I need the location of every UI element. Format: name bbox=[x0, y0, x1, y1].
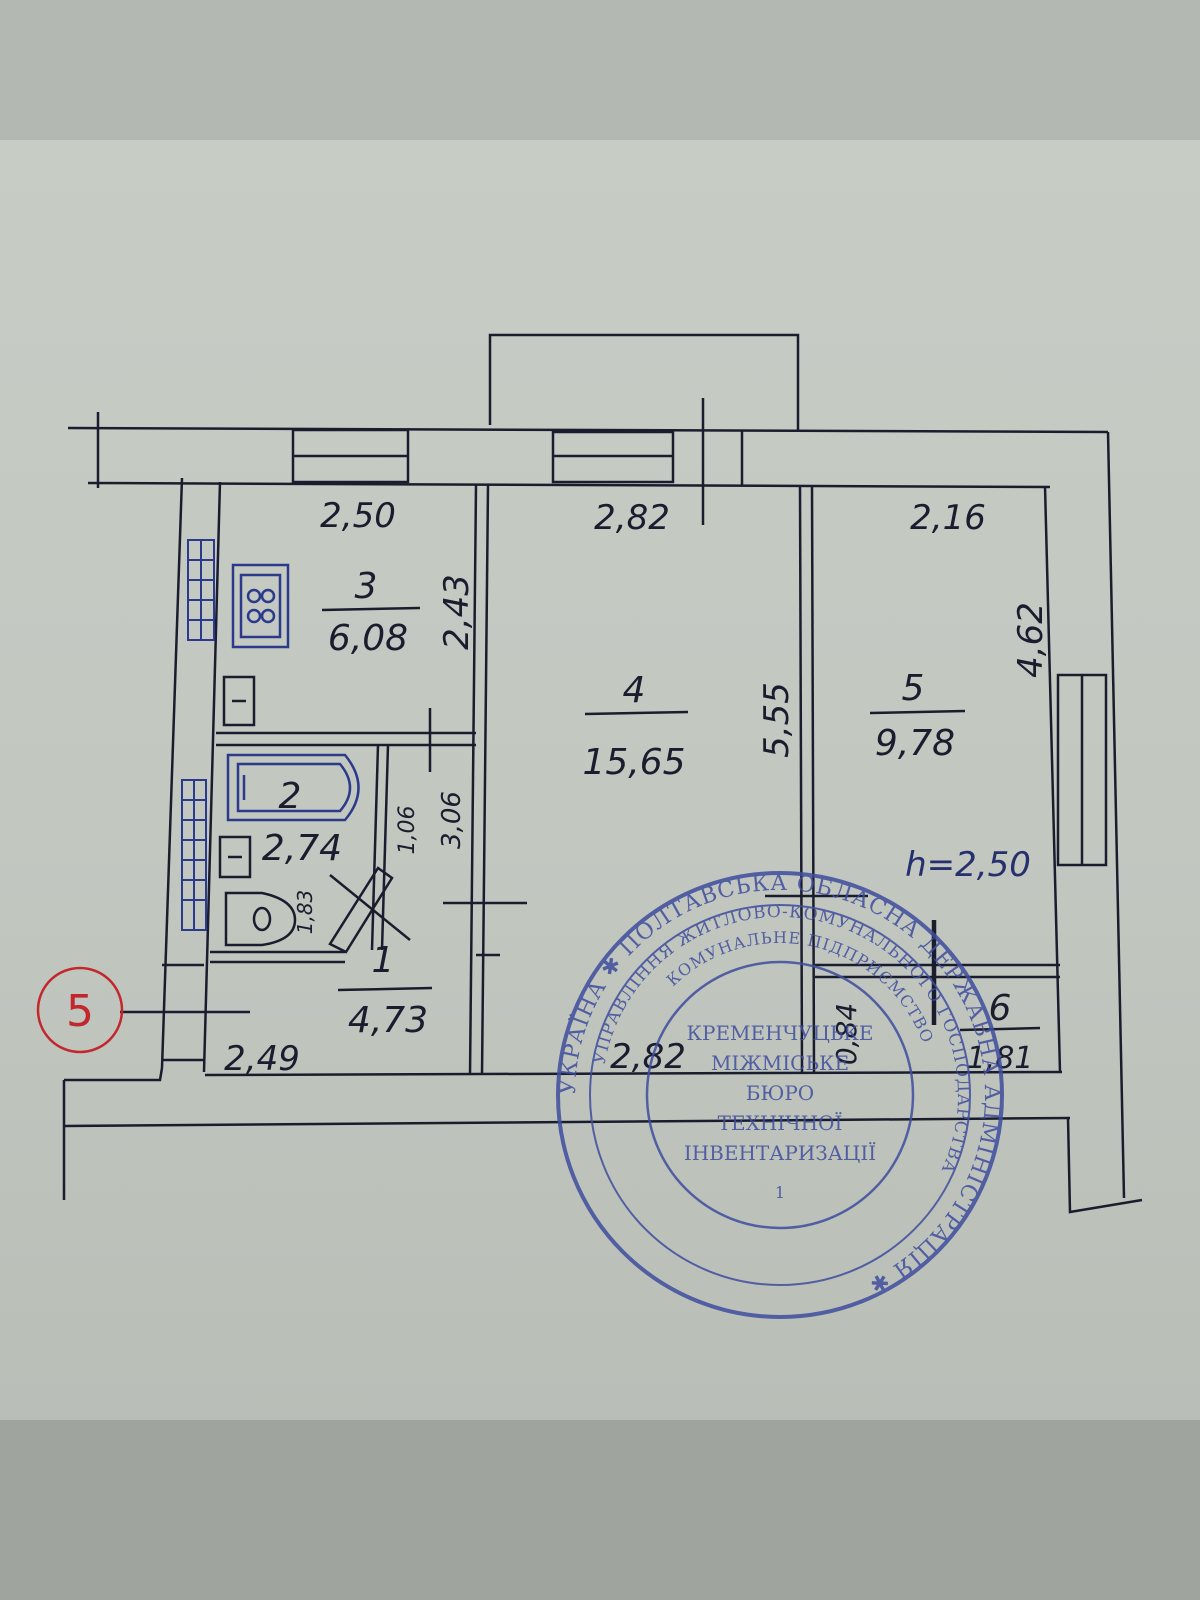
ceiling-height-label: h=2,50 bbox=[905, 845, 1031, 885]
dim-room3-width: 2,50 bbox=[320, 496, 396, 536]
right-wall-outer bbox=[1106, 431, 1126, 1199]
partition-4-5-b bbox=[810, 486, 816, 1074]
svg-text:КРЕМЕНЧУЦЬКЕ: КРЕМЕНЧУЦЬКЕ bbox=[687, 1021, 874, 1045]
svg-text:1: 1 bbox=[775, 1183, 785, 1202]
room-3-label: 3 6,08 bbox=[321, 566, 421, 659]
room-1-label: 1 4,73 bbox=[337, 940, 433, 1041]
svg-text:БЮРО: БЮРО bbox=[746, 1081, 814, 1105]
svg-text:15,65: 15,65 bbox=[582, 742, 685, 783]
kitchen-sink-icon bbox=[222, 675, 256, 727]
dim-toilet-length: 1,83 bbox=[293, 890, 317, 935]
svg-text:6: 6 bbox=[989, 988, 1012, 1029]
svg-text:2,74: 2,74 bbox=[262, 828, 342, 869]
dim-closet-width: 0,84 bbox=[830, 1003, 863, 1065]
left-wall-outer bbox=[160, 477, 184, 1069]
dimension-labels: 2,50 2,82 2,16 2,82 2,49 2,43 5,55 4,62 … bbox=[224, 496, 1051, 1079]
radiator-icon bbox=[181, 779, 207, 931]
dim-room4-length: 5,55 bbox=[757, 682, 797, 758]
background-surface bbox=[0, 1420, 1200, 1600]
toilet-icon bbox=[224, 891, 297, 947]
wc-door-swing bbox=[328, 866, 411, 954]
svg-text:3: 3 bbox=[355, 566, 378, 607]
partition-3-4-b bbox=[480, 484, 490, 1076]
stove-icon bbox=[231, 563, 290, 649]
svg-text:4,73: 4,73 bbox=[348, 1000, 428, 1041]
top-wall-inner bbox=[87, 481, 1051, 489]
washbasin-icon bbox=[218, 835, 252, 879]
svg-text:9,78: 9,78 bbox=[875, 723, 955, 764]
room-4-label: 4 15,65 bbox=[582, 670, 689, 783]
dim-wc-width: 1,06 bbox=[395, 806, 420, 855]
balcony-outline bbox=[488, 333, 800, 430]
svg-text:2: 2 bbox=[279, 776, 302, 817]
svg-text:4: 4 bbox=[623, 670, 646, 711]
bathtub-icon bbox=[226, 753, 360, 822]
dim-room4-top: 2,82 bbox=[594, 498, 670, 538]
dim-room5-width: 2,16 bbox=[910, 498, 986, 538]
official-stamp: УКРАЇНА ✱ ПОЛТАВСЬКА ОБЛАСНА ДЕРЖАВНА АД… bbox=[556, 871, 1004, 1319]
bottom-wall-outer bbox=[63, 1116, 1071, 1128]
top-wall-outer bbox=[67, 426, 1109, 434]
svg-text:ІНВЕНТАРИЗАЦІЇ: ІНВЕНТАРИЗАЦІЇ bbox=[684, 1141, 876, 1165]
svg-text:ТЕХНІЧНОЇ: ТЕХНІЧНОЇ bbox=[718, 1111, 843, 1135]
partition-4-5-a bbox=[798, 486, 804, 1074]
right-wall-inner bbox=[1043, 485, 1062, 1073]
dim-bath-length: 3,06 bbox=[437, 791, 467, 849]
room-2-label: 2 2,74 bbox=[262, 776, 342, 869]
bottom-wall-inner bbox=[204, 1070, 1063, 1077]
dim-room4-bottom: 2,82 bbox=[610, 1037, 686, 1077]
dim-corridor-width: 2,49 bbox=[224, 1039, 300, 1079]
radiator-icon bbox=[187, 539, 215, 641]
svg-text:1: 1 bbox=[372, 940, 395, 981]
apartment-number-marker: 5 bbox=[36, 966, 124, 1054]
partition-3-4-a bbox=[468, 484, 478, 1076]
svg-text:5: 5 bbox=[902, 668, 925, 709]
svg-text:6,08: 6,08 bbox=[328, 618, 408, 659]
dim-room5-length: 4,62 bbox=[1011, 602, 1051, 678]
svg-text:5: 5 bbox=[66, 986, 94, 1037]
walls bbox=[62, 333, 1143, 1214]
svg-text:МІЖМІСЬКЕ: МІЖМІСЬКЕ bbox=[711, 1051, 849, 1075]
dim-room3-length: 2,43 bbox=[437, 574, 477, 650]
left-wall-inner bbox=[202, 481, 222, 1073]
door-marks bbox=[120, 708, 937, 1025]
room-5-label: 5 9,78 bbox=[869, 668, 966, 764]
